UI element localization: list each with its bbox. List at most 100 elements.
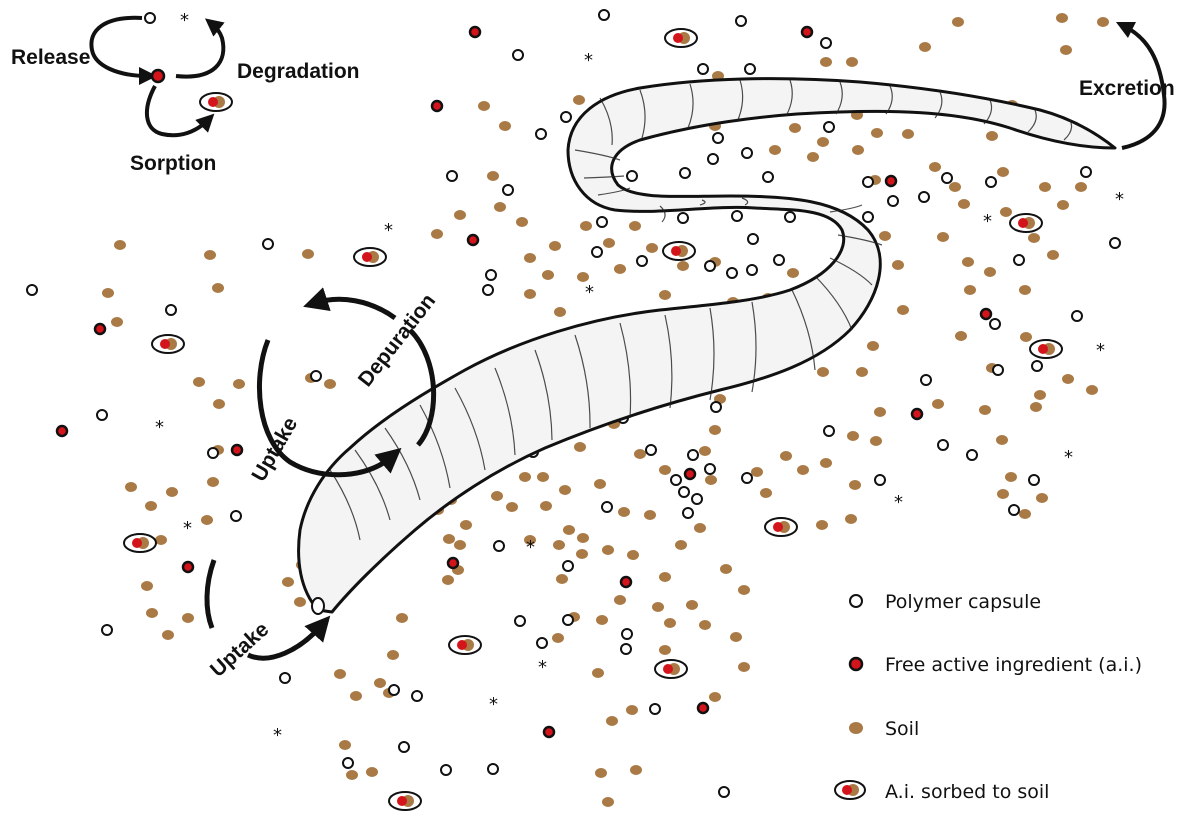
polymer-capsule-particle <box>97 410 107 420</box>
soil-particle <box>1060 45 1072 55</box>
soil-particle <box>817 137 829 147</box>
soil-particle <box>193 377 205 387</box>
soil-particle <box>997 489 1009 499</box>
ai-sorbed-particle <box>663 242 695 260</box>
uptake-cycle-label: Uptake <box>247 413 302 485</box>
soil-particle <box>431 229 443 239</box>
polymer-capsule-particle <box>208 448 218 458</box>
soil-particle <box>516 217 528 227</box>
ai-sorbed-particle <box>449 636 481 654</box>
free-ai-particle <box>981 309 991 319</box>
polymer-capsule-particle <box>447 171 457 181</box>
polymer-capsule-particle <box>863 177 873 187</box>
soil-particle <box>577 533 589 543</box>
free-ai-particle <box>685 469 695 479</box>
soil-particle <box>629 221 641 231</box>
soil-particle <box>374 678 386 688</box>
soil-particle <box>867 341 879 351</box>
soil-particle <box>162 630 174 640</box>
degradation-arrow <box>176 24 223 77</box>
degraded-product-particle: * <box>1115 189 1124 210</box>
soil-particle <box>366 767 378 777</box>
polymer-capsule-particle <box>515 616 525 626</box>
soil-particle <box>542 270 554 280</box>
soil-particle <box>845 514 857 524</box>
polymer-capsule-particle <box>713 133 723 143</box>
soil-particle <box>1086 385 1098 395</box>
free-ai-particle <box>470 27 480 37</box>
soil-particle <box>125 482 137 492</box>
soil-particle <box>634 449 646 459</box>
polymer-capsule-particle <box>1110 238 1120 248</box>
soil-particle <box>996 435 1008 445</box>
soil-particle <box>1020 332 1032 342</box>
polymer-capsule-particle <box>599 10 609 20</box>
free-ai-particle <box>621 577 631 587</box>
soil-particle <box>738 585 750 595</box>
soil-particle <box>201 515 213 525</box>
polymer-capsule-particle <box>592 247 602 257</box>
soil-particle <box>1062 374 1074 384</box>
sorption-arrow <box>147 86 208 135</box>
degraded-product-particle: * <box>538 657 547 678</box>
soil-particle <box>1034 390 1046 400</box>
soil-particle <box>592 668 604 678</box>
ai-sorbed-particle <box>1010 214 1042 232</box>
soil-particle <box>602 545 614 555</box>
soil-particle <box>626 705 638 715</box>
soil-particle <box>302 249 314 259</box>
polymer-capsule-particle <box>602 502 612 512</box>
soil-particle <box>606 716 618 726</box>
excretion-label: Excretion <box>1079 77 1175 100</box>
soil-particle <box>958 199 970 209</box>
polymer-capsule-particle <box>698 64 708 74</box>
polymer-capsule-particle <box>711 402 721 412</box>
soil-particle <box>294 597 306 607</box>
cycle-ai-sorbed <box>200 93 232 111</box>
soil-particle <box>1097 17 1109 27</box>
earthworm-mouth <box>312 598 324 614</box>
legend-polymer-capsule-icon <box>850 595 862 607</box>
polymer-capsule-particle <box>343 758 353 768</box>
polymer-capsule-particle <box>503 185 513 195</box>
soil-particle <box>524 253 536 263</box>
soil-particle <box>577 272 589 282</box>
soil-particle <box>1036 493 1048 503</box>
polymer-capsule-particle <box>727 268 737 278</box>
soil-particle <box>789 123 801 133</box>
free-ai-particle <box>698 703 708 713</box>
soil-particle <box>580 221 592 231</box>
soil-particle <box>769 145 781 155</box>
uptake-mouth-label: Uptake <box>206 618 273 682</box>
polymer-capsule-particle <box>942 173 952 183</box>
soil-particle <box>487 171 499 181</box>
legend: Polymer capsule Free active ingredient (… <box>832 578 1172 810</box>
ai-sorbed-particle <box>354 248 386 266</box>
polymer-capsule-particle <box>774 255 784 265</box>
soil-particle <box>1028 233 1040 243</box>
polymer-capsule-particle <box>683 508 693 518</box>
soil-particle <box>699 446 711 456</box>
soil-particle <box>145 501 157 511</box>
polymer-capsule-particle <box>692 494 702 504</box>
soil-particle <box>1057 200 1069 210</box>
soil-particle <box>816 520 828 530</box>
polymer-capsule-particle <box>732 211 742 221</box>
polymer-capsule-particle <box>646 445 656 455</box>
polymer-capsule-particle <box>824 122 834 132</box>
polymer-capsule-particle <box>708 154 718 164</box>
polymer-capsule-particle <box>622 629 632 639</box>
polymer-capsule-particle <box>863 212 873 222</box>
polymer-capsule-particle <box>742 473 752 483</box>
polymer-capsule-particle <box>1014 255 1024 265</box>
degraded-product-particle: * <box>1064 447 1073 468</box>
polymer-capsule-particle <box>705 464 715 474</box>
polymer-capsule-particle <box>748 234 758 244</box>
soil-particle <box>549 241 561 251</box>
soil-particle <box>478 101 490 111</box>
soil-particle <box>506 502 518 512</box>
soil-particle <box>919 42 931 52</box>
soil-particle <box>166 487 178 497</box>
polymer-capsule-particle <box>650 704 660 714</box>
